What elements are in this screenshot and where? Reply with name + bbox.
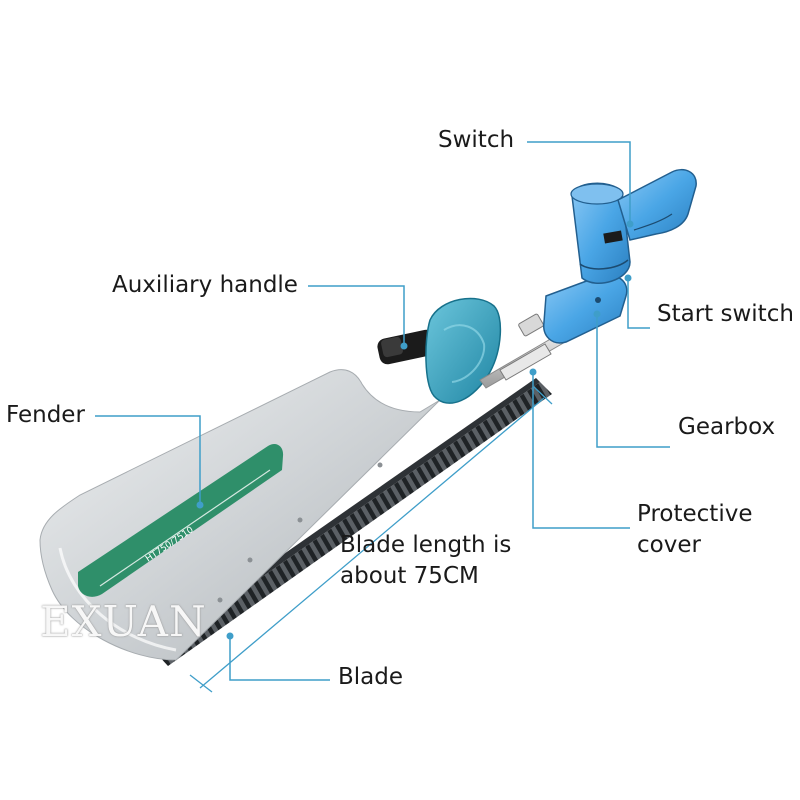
- auxiliary-handle-cap: [425, 297, 502, 404]
- label-fender: Fender: [6, 402, 85, 428]
- label-gearbox: Gearbox: [678, 414, 776, 440]
- leader-gearbox: [596, 314, 670, 448]
- label-blade-length-line1: Blade length is: [340, 532, 512, 558]
- blade-length-dimension: [199, 397, 545, 689]
- label-auxiliary-handle: Auxiliary handle: [112, 272, 298, 298]
- leader-dots: [196, 220, 634, 640]
- label-protective-cover-line1: Protective: [637, 501, 753, 527]
- leader-blade: [229, 636, 330, 681]
- rear-handle: [617, 168, 697, 241]
- leader-lines: [95, 141, 670, 693]
- leader-start-switch: [627, 278, 650, 329]
- dimension-tick-end: [533, 386, 553, 405]
- gearbox: [543, 274, 628, 344]
- motor-body: [570, 182, 631, 284]
- dimension-tick-start: [189, 674, 213, 693]
- shaft: [479, 313, 573, 389]
- label-protective-cover-line2: cover: [637, 532, 701, 558]
- fender: [39, 369, 441, 661]
- label-start-switch: Start switch: [657, 301, 794, 327]
- leader-aux-handle: [308, 285, 405, 346]
- label-switch: Switch: [438, 127, 515, 153]
- label-blade: Blade: [338, 664, 404, 690]
- label-protective-cover: Protective cover: [637, 499, 777, 561]
- leader-fender: [95, 415, 201, 505]
- leader-protective-cover: [532, 372, 630, 529]
- label-blade-length: Blade length is about 75CM: [340, 530, 540, 592]
- watermark: EXUAN: [40, 597, 207, 646]
- label-blade-length-line2: about 75CM: [340, 563, 479, 589]
- leader-switch: [527, 141, 631, 224]
